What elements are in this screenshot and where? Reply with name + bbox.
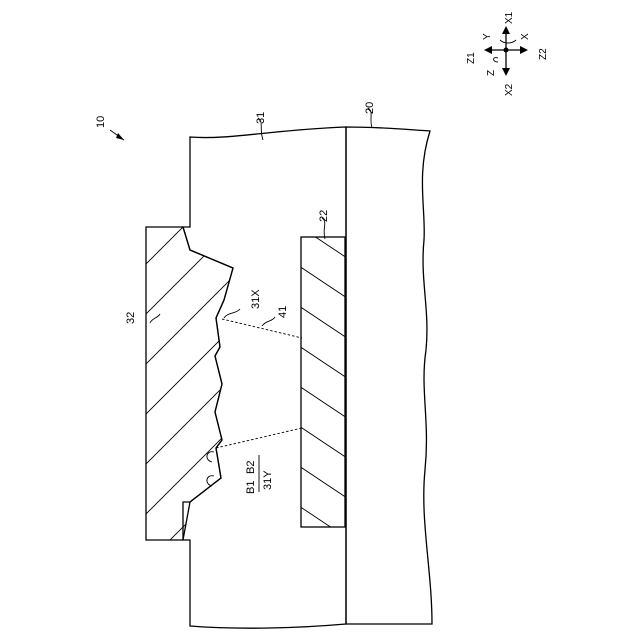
gap-41-lower bbox=[216, 428, 302, 448]
label-b2: B2 bbox=[245, 461, 257, 474]
label-22: 22 bbox=[318, 210, 330, 222]
leader-41 bbox=[262, 317, 275, 326]
axis-z2-label: Z2 bbox=[538, 48, 549, 60]
axis-x1-label: X1 bbox=[504, 11, 515, 24]
label-31y: 31Y bbox=[262, 470, 274, 490]
leader-31x bbox=[224, 309, 240, 318]
label-41: 41 bbox=[277, 306, 289, 318]
label-31: 31 bbox=[255, 112, 267, 124]
axis-x-label: X bbox=[520, 33, 531, 40]
axis-z-label: Z bbox=[486, 70, 497, 76]
b1-b2-loops bbox=[207, 452, 214, 486]
axis-z1-label: Z1 bbox=[466, 52, 477, 64]
substrate-20 bbox=[346, 127, 432, 624]
label-10: 10 bbox=[95, 116, 107, 128]
axis-x2-label: X2 bbox=[504, 83, 515, 96]
insulating-layer-31 bbox=[183, 127, 346, 628]
wiring-32 bbox=[120, 160, 250, 640]
label-b1: B1 bbox=[245, 481, 257, 494]
label-31x: 31X bbox=[250, 289, 262, 309]
pad-22 bbox=[260, 200, 380, 560]
gap-41-upper bbox=[222, 319, 302, 338]
label-20: 20 bbox=[364, 102, 376, 114]
leader-32 bbox=[150, 314, 160, 323]
axis-y-label: Y bbox=[482, 33, 493, 40]
assembly-arrow-10 bbox=[110, 130, 124, 140]
label-32: 32 bbox=[125, 312, 137, 324]
